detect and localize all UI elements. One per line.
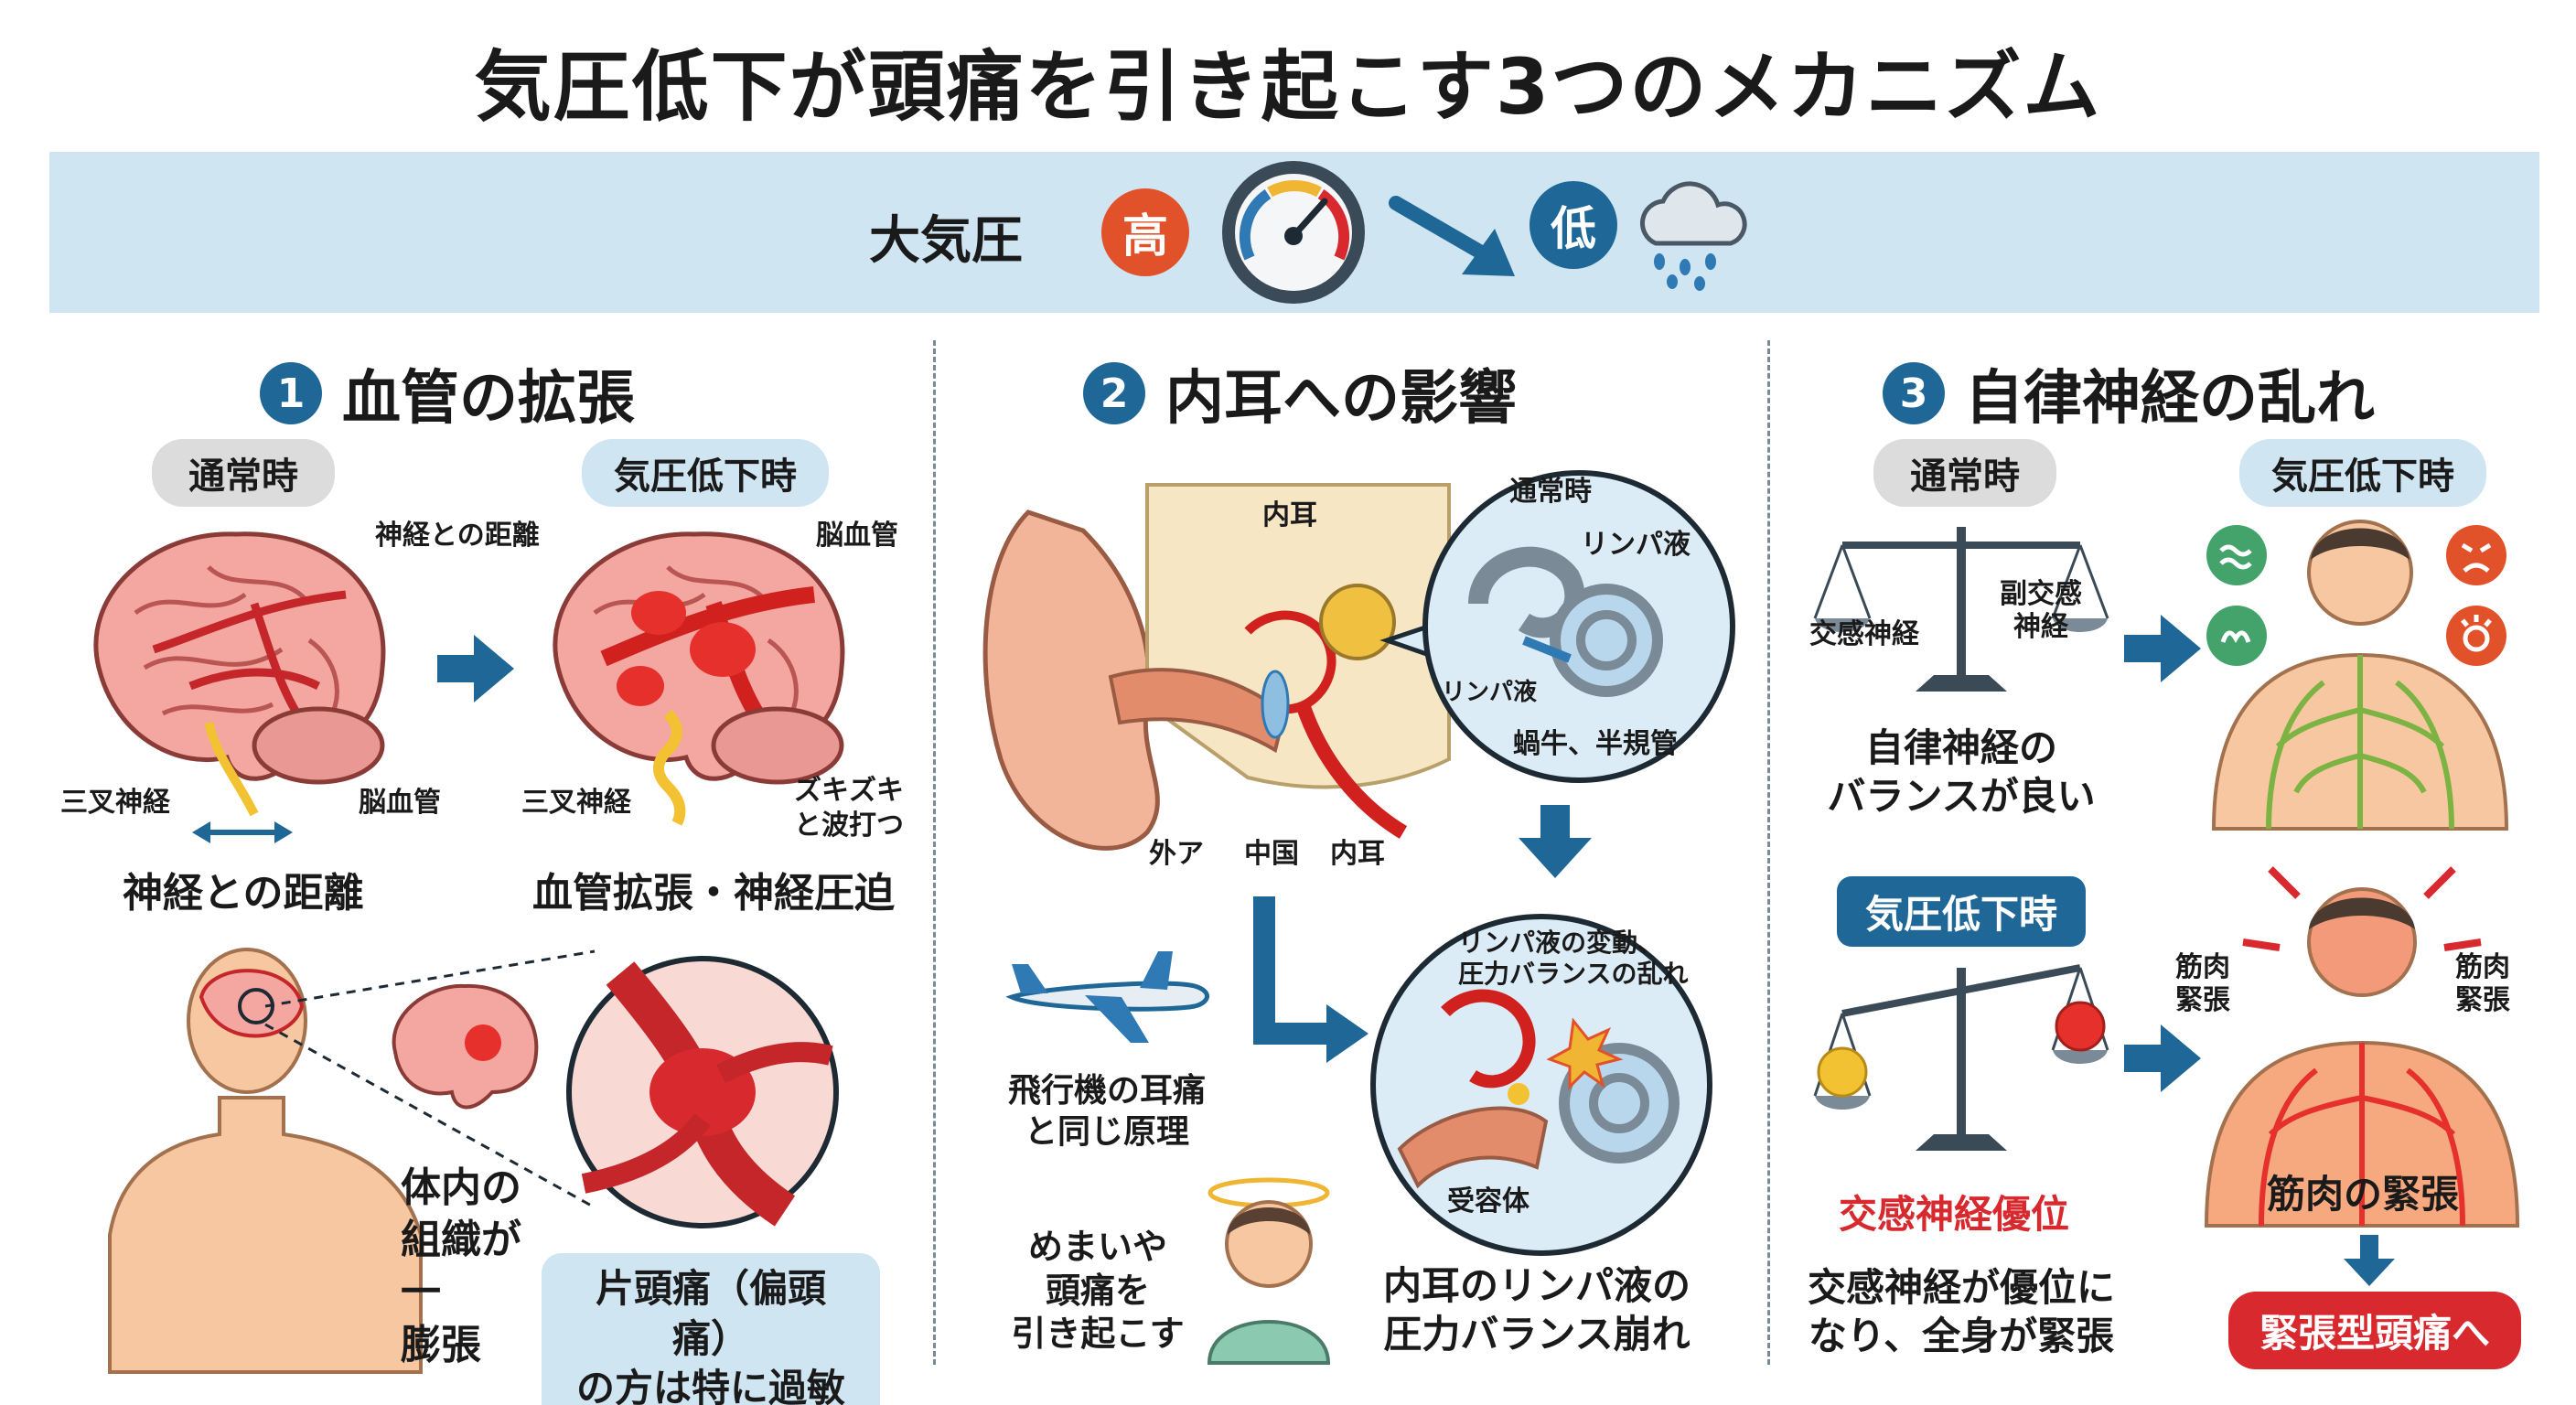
label-outer-ear: 外ア <box>1149 838 1204 870</box>
dizzy-person-illustration <box>1207 1177 1331 1365</box>
label-vessel: 脳血管 <box>359 787 441 819</box>
section-1-title-text: 血管の拡張 <box>342 365 635 433</box>
label-trigeminal: 三叉神経 <box>60 787 170 819</box>
barometer-icon <box>1222 161 1365 304</box>
change-label: リンパ液の変動、 圧力バランスの乱れ <box>1458 928 1689 989</box>
label-inner-ear: 内耳 <box>1330 838 1385 870</box>
caption-normal: 神経との距離 <box>123 870 364 917</box>
airplane-icon <box>1005 951 1209 1043</box>
right-arrow-icon <box>2124 615 2201 682</box>
high-badge: 高 <box>1101 188 1189 276</box>
inner-ear-bubble-disturbed <box>1370 914 1712 1256</box>
vessel-closeup-illustration <box>566 956 839 1228</box>
tag-normal: 通常時 <box>152 439 335 507</box>
label-vessel-low: 脳血管 <box>816 520 898 552</box>
rain-cloud-icon <box>1639 181 1747 291</box>
zoom-lines <box>264 949 596 1209</box>
person-tension-illustration <box>2204 866 2520 1228</box>
right-arrow-icon <box>2124 1024 2201 1092</box>
result-box: 緊張型頭痛へ <box>2228 1292 2521 1369</box>
scale-left-label: 交感神経 <box>1809 618 1919 650</box>
balance-caption: 自律神経の バランスが良い <box>1827 725 2096 819</box>
bubble-cochlea-label: 蝸牛、半規管 <box>1513 728 1678 760</box>
ear-illustration <box>982 483 1451 851</box>
section-divider <box>933 340 936 1365</box>
section-divider <box>1767 340 1770 1365</box>
label-trigeminal-low: 三叉神経 <box>521 787 631 819</box>
angry-face-icon <box>2446 525 2506 585</box>
banner-label: 大気圧 <box>869 211 1023 271</box>
section-3-number: 3 <box>1883 362 1945 424</box>
stress-icon <box>2206 525 2267 585</box>
dominance-label: 交感神経優位 <box>1839 1192 2070 1237</box>
balanced-scale-icon <box>1813 527 2109 692</box>
section-1-number: 1 <box>260 362 322 424</box>
muscle-right-label: 筋肉 緊張 <box>2455 951 2510 1016</box>
elbow-arrow-icon <box>1253 896 1368 1063</box>
person-nerves-illustration <box>2211 520 2509 831</box>
tag-normal-3: 通常時 <box>1873 439 2056 507</box>
human-body-illustration <box>108 948 423 1374</box>
brain-dilated-illustration <box>553 531 845 826</box>
label-middle-ear: 中国 <box>1244 838 1299 870</box>
page-title: 気圧低下が頭痛を引き起こす3つのメカニズム <box>474 42 2102 132</box>
bubble-normal-label: 通常時 <box>1509 476 1592 508</box>
bubble-lymph-label: リンパ液 <box>1581 529 1690 561</box>
body-text: 体内の 組織が 一 膨張 <box>401 1164 521 1368</box>
scale-right-label: 副交感 神経 <box>2000 578 2082 643</box>
muscle-caption: 筋肉の緊張 <box>2267 1172 2460 1217</box>
right-arrow-icon <box>437 635 514 702</box>
label-inner-ear-top: 内耳 <box>1262 499 1317 531</box>
dizzy-caption: めまいや 頭痛を 引き起こす <box>1011 1227 1185 1354</box>
bubble-lymph-small-label: リンパ液 <box>1442 679 1538 706</box>
low-badge: 低 <box>1530 181 1617 269</box>
inner-ear-bubble-normal <box>1379 470 1735 783</box>
plane-caption: 飛行機の耳痛 と同じ原理 <box>1007 1072 1206 1151</box>
receptor-label: 受容体 <box>1447 1185 1530 1217</box>
dominance-caption: 交感神経が優位に なり、全身が緊張 <box>1807 1265 2115 1358</box>
section-3-title: 3 自律神経の乱れ <box>1883 351 2375 435</box>
section-2-title: 2 内耳への影響 <box>1083 351 1517 435</box>
label-nerve-distance: 神経との距離 <box>375 520 540 552</box>
down-arrow-icon <box>1519 805 1592 878</box>
migraine-note: 片頭痛（偏頭痛） の方は特に過敏 <box>542 1253 880 1405</box>
brain-normal-illustration <box>93 531 386 817</box>
tilted-scale-icon <box>1813 964 2109 1151</box>
heart-icon <box>2206 606 2267 666</box>
distance-arrow-icon <box>192 821 293 843</box>
tag-pressure-low-3: 気圧低下時 <box>2239 439 2486 507</box>
caption-low: 血管拡張・神経圧迫 <box>532 870 895 917</box>
ear-bottom-caption: 内耳のリンパ液の 圧力バランス崩れ <box>1382 1263 1690 1357</box>
tag-pressure-low: 気圧低下時 <box>582 439 829 507</box>
tag-pressure-low-dark: 気圧低下時 <box>1837 876 2086 947</box>
down-arrow-icon <box>2344 1235 2395 1286</box>
headache-icon <box>2446 606 2506 666</box>
section-1-title: 1 血管の拡張 <box>260 351 635 435</box>
section-2-title-text: 内耳への影響 <box>1165 365 1517 433</box>
brain-small-illustration <box>392 983 539 1110</box>
section-3-title-text: 自律神経の乱れ <box>1965 365 2375 433</box>
section-2-number: 2 <box>1083 362 1145 424</box>
down-arrow-icon <box>1389 196 1515 276</box>
muscle-left-label: 筋肉 緊張 <box>2175 951 2230 1016</box>
label-throb: ズキズキ と波打つ <box>794 775 904 842</box>
